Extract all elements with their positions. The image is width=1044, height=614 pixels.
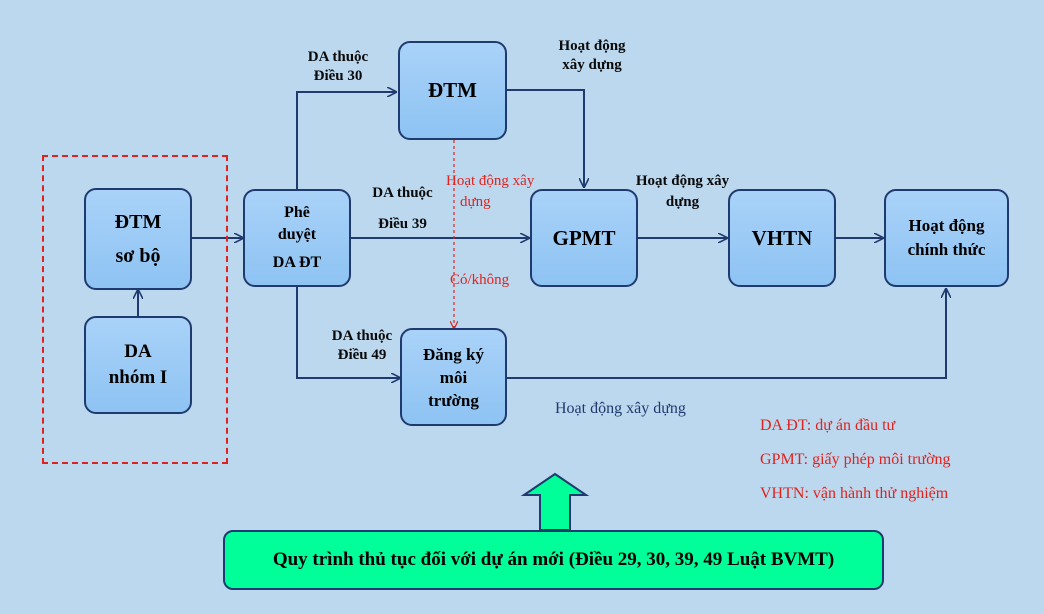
- legend-item-gpmt: GPMT: giấy phép môi trường: [760, 451, 951, 469]
- box-phe-duyet-line2: duyệt: [277, 226, 317, 243]
- dashed-frame: [42, 155, 228, 464]
- legend-vhtn-text: VHTN: vận hành thử nghiệm: [760, 485, 949, 502]
- box-phe-duyet-line3: DA ĐT: [272, 254, 322, 271]
- box-dtm: ĐTM: [398, 41, 507, 140]
- label-hoat-dong-xay-dung-red: Hoạt động xây dựng: [446, 171, 570, 213]
- caption-text: Quy trình thủ tục đối với dự án mới (Điề…: [272, 549, 835, 570]
- label-da-thuoc-dieu-30-line1: DA thuộc: [307, 49, 369, 65]
- box-hoat-dong-chinh-thuc-line2: chính thức: [907, 240, 986, 259]
- label-hdxd-gpmt-line1: Hoạt động xây: [635, 173, 730, 189]
- label-hdxd-top-line1: Hoạt động: [558, 38, 626, 54]
- label-da-thuoc-dieu-49-line1: DA thuộc: [331, 328, 393, 344]
- box-dtm-label: ĐTM: [428, 78, 477, 102]
- box-dang-ky-line3: trường: [428, 390, 479, 410]
- label-hdxd-gpmt-line2: dựng: [665, 194, 700, 210]
- label-co-khong: Có/không: [450, 271, 530, 290]
- arrow-dangky-to-chinhthuc: [507, 289, 946, 379]
- label-hdxd-red-line2: dựng: [460, 194, 491, 210]
- label-da-thuoc-dieu-30-line2: Điều 30: [313, 68, 363, 84]
- label-hdxd-top-line2: xây dựng: [562, 57, 622, 73]
- legend-item-vhtn: VHTN: vận hành thử nghiệm: [760, 485, 948, 503]
- label-hoat-dong-xay-dung-gpmt: Hoạt động xây dựng: [620, 171, 745, 213]
- label-hdxd-bottom-text: Hoạt động xây dựng: [555, 400, 686, 417]
- box-gpmt-label: GPMT: [552, 225, 616, 250]
- box-da-nhom-1-line2: nhóm I: [108, 367, 168, 388]
- up-arrow-shape: [520, 472, 590, 531]
- box-dtm-so-bo-line1: ĐTM: [114, 211, 162, 233]
- box-da-nhom-1: DA nhóm I: [84, 316, 192, 414]
- arrow-pheduyet-to-dtm: [296, 92, 396, 189]
- label-da-thuoc-dieu-39-line1: DA thuộc: [372, 185, 433, 201]
- box-vhtn-label: VHTN: [751, 225, 813, 250]
- label-co-khong-text: Có/không: [450, 272, 510, 288]
- legend-item-da-dt: DA ĐT: dự án đầu tư: [760, 417, 895, 435]
- box-dang-ky-moi-truong: Đăng ký môi trường: [400, 328, 507, 426]
- label-da-thuoc-dieu-49: DA thuộc Điều 49: [312, 327, 412, 365]
- arrow-dtm-to-gpmt: [507, 89, 584, 187]
- box-hoat-dong-chinh-thuc: Hoạt động chính thức: [884, 189, 1009, 287]
- legend-da-dt-text: DA ĐT: dự án đầu tư: [760, 417, 896, 434]
- box-gpmt: GPMT: [530, 189, 638, 287]
- box-dtm-so-bo-line2: sơ bộ: [115, 245, 161, 267]
- caption-box: Quy trình thủ tục đối với dự án mới (Điề…: [223, 530, 884, 590]
- label-da-thuoc-dieu-49-line2: Điều 49: [337, 347, 387, 363]
- box-phe-duyet-line1: Phê: [284, 204, 310, 221]
- label-da-thuoc-dieu-30: DA thuộc Điều 30: [278, 48, 398, 86]
- box-vhtn: VHTN: [728, 189, 836, 287]
- label-hoat-dong-xay-dung-bottom: Hoạt động xây dựng: [555, 399, 725, 418]
- label-hoat-dong-xay-dung-top: Hoạt động xây dựng: [532, 37, 652, 75]
- legend-gpmt-text: GPMT: giấy phép môi trường: [760, 451, 951, 468]
- box-phe-duyet: Phê duyệt DA ĐT: [243, 189, 351, 287]
- label-hdxd-red-line1: Hoạt động xây: [446, 173, 535, 189]
- box-hoat-dong-chinh-thuc-line1: Hoạt động: [908, 216, 985, 235]
- box-dang-ky-line1: Đăng ký: [423, 344, 484, 364]
- box-da-nhom-1-line1: DA: [124, 341, 152, 362]
- box-dtm-so-bo: ĐTM sơ bộ: [84, 188, 192, 290]
- arrow-pheduyet-to-dangky: [296, 287, 400, 378]
- box-dang-ky-line2: môi: [439, 367, 468, 387]
- label-da-thuoc-dieu-39-line2: Điều 39: [378, 216, 427, 232]
- label-da-thuoc-dieu-39: DA thuộc Điều 39: [350, 178, 455, 240]
